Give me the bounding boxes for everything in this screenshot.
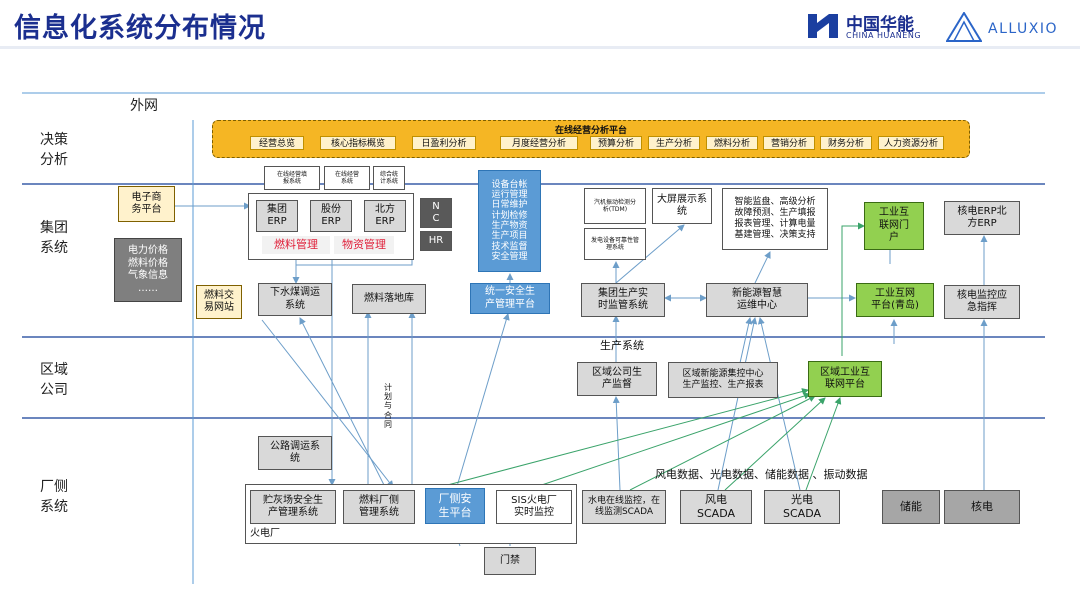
- thermal-plant-label: 火电厂: [250, 528, 280, 539]
- smart-functions-box: 智能监盘、高级分析 故障预测、生产填报 报表管理、计算电量 基建管理、决策支持: [722, 188, 828, 250]
- platform-item: 核心指标概览: [320, 136, 396, 150]
- external-network-label: 外网: [130, 98, 158, 114]
- green-arrows: [439, 222, 865, 491]
- north-erp: 北方 ERP: [364, 200, 406, 232]
- highway-transport-system: 公路调运系 统: [258, 436, 332, 470]
- wind-scada: 风电 SCADA: [680, 490, 752, 524]
- iiot-platform-qingdao: 工业互网 平台(青岛): [856, 283, 934, 317]
- platform-title: 在线经营分析平台: [554, 126, 627, 136]
- ecommerce-platform: 电子商 务平台: [118, 186, 175, 222]
- fuel-trade-website: 燃料交 易网站: [196, 285, 242, 319]
- page-title: 信息化系统分布情况: [14, 13, 266, 44]
- platform-item: 营销分析: [763, 136, 815, 150]
- plan-contract-label: 计 划 与 合 同: [384, 383, 392, 429]
- header-divider: [0, 46, 1080, 49]
- statistics-system: 综合统 计系统: [373, 166, 405, 190]
- decision-row-label: 决策 分析: [40, 132, 68, 168]
- plant-safety-platform: 厂侧安 生平台: [425, 488, 485, 524]
- fuel-management: 燃料管理: [262, 236, 330, 254]
- new-energy-center: 新能源智慧 运维中心: [706, 283, 808, 317]
- region-row-label: 区域 公司: [40, 362, 68, 398]
- platform-item: 人力资源分析: [878, 136, 944, 150]
- nc-system: N C: [420, 198, 452, 228]
- alluxio-logo-text: ALLUXIO: [988, 21, 1058, 37]
- platform-item: 燃料分析: [706, 136, 758, 150]
- huaneng-logo-icon: [808, 14, 838, 38]
- huaneng-logo-cn: 中国华能: [846, 15, 914, 35]
- fuel-plant-system: 燃料厂侧 管理系统: [343, 490, 415, 524]
- huaneng-logo-en: CHINA HUANENG: [846, 31, 922, 40]
- platform-item: 财务分析: [820, 136, 872, 150]
- plant-row-label: 厂侧 系统: [40, 479, 68, 515]
- nuclear-emergency-command: 核电监控应 急指挥: [944, 285, 1020, 319]
- online-operations-system: 在线经营 系统: [324, 166, 370, 190]
- realtime-monitor-system: 集团生产实 时监管系统: [581, 283, 665, 317]
- platform-item: 经营总览: [250, 136, 304, 150]
- fill-report-system: 在线经营填 报系统: [264, 166, 320, 190]
- coal-transport-system: 下水煤调运 系统: [258, 283, 332, 316]
- hydro-scada: 水电在线监控，在 线监测SCADA: [582, 490, 666, 524]
- safety-function-list: 设备台帐 运行管理 日常维护 计划检修 生产物资 生产项目 技术监督 安全管理: [478, 170, 541, 272]
- platform-item: 预算分析: [590, 136, 642, 150]
- regional-production-monitor: 区域公司生 产监督: [577, 362, 657, 396]
- share-erp: 股份 ERP: [310, 200, 352, 232]
- sis-monitor: SIS火电厂 实时监控: [496, 490, 572, 524]
- iiot-portal: 工业互 联网门 户: [864, 202, 924, 250]
- alluxio-logo-icon: [946, 12, 982, 42]
- ash-yard-system: 贮灰场安全生 产管理系统: [250, 490, 336, 524]
- tdm-system: 汽机振动检测分 析(TDM): [584, 188, 646, 224]
- price-info-box: 电力价格 燃料价格 气象信息 ……: [114, 238, 182, 302]
- nuclear-plant: 核电: [944, 490, 1020, 524]
- regional-iiot-platform: 区域工业互 联网平台: [808, 361, 882, 397]
- hr-system: HR: [420, 231, 452, 251]
- access-control: 门禁: [484, 547, 536, 575]
- reliability-system: 发电设备可靠性管 理系统: [584, 228, 646, 260]
- energy-storage: 储能: [882, 490, 940, 524]
- nuclear-erp: 核电ERP北 方ERP: [944, 201, 1020, 235]
- regional-new-energy-center: 区域新能源集控中心 生产监控、生产报表: [668, 362, 778, 398]
- platform-item: 日盈利分析: [412, 136, 476, 150]
- group-erp: 集团 ERP: [256, 200, 298, 232]
- production-system-label: 生产系统: [600, 339, 644, 352]
- material-management: 物资管理: [334, 236, 394, 254]
- unified-safety-platform: 统一安全生 产管理平台: [470, 283, 550, 314]
- platform-item: 月度经营分析: [500, 136, 578, 150]
- group-row-label: 集团 系统: [40, 220, 68, 256]
- platform-item: 生产分析: [648, 136, 700, 150]
- fuel-yard: 燃料落地库: [352, 284, 426, 314]
- solar-scada: 光电 SCADA: [764, 490, 840, 524]
- data-types-label: 风电数据、光电数据、储能数据 、振动数据: [655, 468, 868, 481]
- big-screen-system: 大屏展示系 统: [652, 188, 712, 224]
